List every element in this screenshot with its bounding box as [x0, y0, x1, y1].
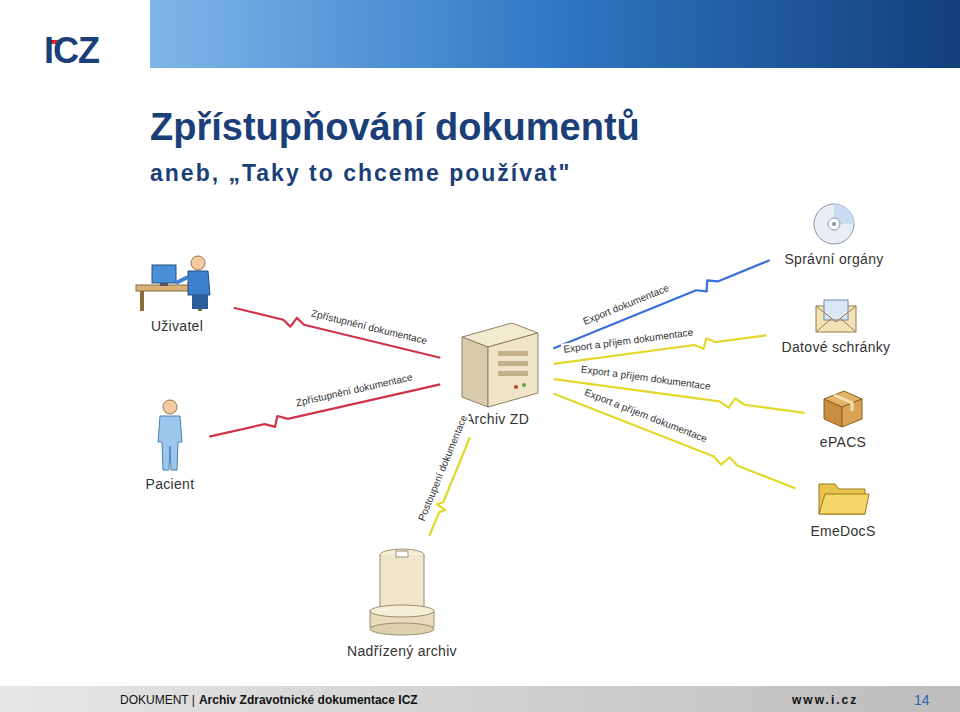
icon-part	[158, 416, 182, 470]
patient-node: Pacient	[141, 398, 200, 493]
data-box-node: Datové schránky	[777, 296, 896, 356]
edge-label: Export a příjem dokumentace	[561, 326, 696, 356]
icon-part	[488, 333, 538, 407]
epacs-node: ePACS	[815, 385, 872, 451]
icon-part	[514, 385, 518, 389]
footer-bar	[0, 686, 960, 712]
archive-node: Archiv ZD	[450, 315, 544, 428]
envelope-icon	[812, 296, 860, 336]
lightning-connector	[553, 394, 795, 489]
icon-part	[498, 361, 528, 366]
node-label: Uživatel	[130, 317, 224, 335]
icon-part	[396, 551, 408, 557]
icon-part	[522, 383, 526, 387]
icon-part	[498, 371, 528, 376]
icon-part	[188, 271, 210, 295]
edge-label: Postoupení dokumentace	[415, 411, 471, 524]
box-icon	[820, 385, 866, 431]
icon-part	[140, 291, 144, 311]
node-label: Správní orgány	[779, 250, 889, 268]
column-icon	[362, 545, 442, 640]
subtitle: aneb, „Taky to chceme používat"	[150, 160, 571, 187]
node-label: EmeDocS	[805, 522, 881, 540]
edge-label: Export a příjem dokumentace	[578, 363, 713, 393]
node-label: Pacient	[141, 475, 200, 493]
parent-archive-node: Nadřízený archiv	[342, 545, 462, 660]
icon-part	[834, 395, 852, 411]
authorities-node: Správní orgány	[779, 200, 889, 268]
icon-part	[462, 337, 488, 407]
node-label: Nadřízený archiv	[342, 642, 462, 660]
person-icon	[152, 398, 188, 473]
edge-label: Export a příjem dokumentace	[580, 385, 710, 445]
icon-part	[498, 351, 528, 356]
icon-part	[163, 400, 177, 414]
icon-part	[191, 256, 205, 270]
page-number: 14	[914, 692, 930, 708]
icon-part	[370, 605, 434, 617]
icon-part	[816, 306, 856, 322]
cd-icon	[810, 200, 858, 248]
edge-label: Zpřístupnění dokumentace	[293, 371, 416, 410]
edge-label: Export dokumentace	[580, 281, 673, 328]
icon-part	[380, 555, 424, 607]
icon-part	[816, 318, 856, 332]
icon-part	[160, 283, 168, 286]
icon-part	[832, 222, 836, 226]
icon-part	[819, 494, 869, 514]
lightning-connector	[234, 308, 441, 358]
icon-part	[828, 218, 840, 230]
footer-url: www.i.cz	[792, 693, 858, 707]
icon-part	[152, 265, 176, 283]
emedocs-node: EmeDocS	[805, 474, 881, 540]
user-node: Uživatel	[130, 253, 224, 335]
icon-part	[814, 204, 854, 244]
node-label: Datové schránky	[777, 338, 896, 356]
company-logo: ICZ	[44, 30, 99, 72]
icon-part	[824, 300, 848, 320]
node-label: ePACS	[815, 433, 872, 451]
footer-section: DOKUMENT |	[120, 693, 195, 707]
server-icon	[452, 315, 542, 410]
footer-document-name: Archiv Zdravotnické dokumentace ICZ	[199, 693, 418, 707]
icon-part	[370, 623, 434, 635]
header-bar	[150, 0, 960, 68]
desk-icon	[132, 253, 222, 313]
icon-part	[176, 277, 188, 283]
folder-icon	[815, 474, 871, 520]
edge-label: Zpřístupnění dokumentace	[308, 307, 430, 348]
icon-part	[192, 295, 208, 309]
page-title: Zpřístupňování dokumentů	[150, 106, 640, 149]
icon-part	[824, 399, 842, 427]
